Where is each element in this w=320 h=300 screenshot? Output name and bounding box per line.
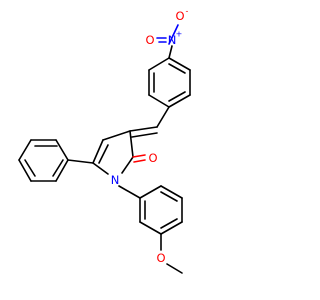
nitro-oxygen-top-label: O: [175, 9, 184, 23]
nitro-nitrogen-charge: +: [176, 30, 183, 39]
nitro-group: [156, 24, 179, 59]
background: [0, 0, 300, 300]
carbonyl-oxygen-label: O: [148, 151, 157, 165]
methylidene-linker: [129, 106, 170, 138]
methoxy-oxygen-label: O: [156, 251, 165, 265]
nitro-oxygen-left-label: O: [145, 33, 154, 47]
nitro-oxygen-top-charge: -: [186, 7, 189, 16]
methoxyphenyl-ring: [118, 185, 183, 274]
pyrrolone-ring: [92, 130, 146, 175]
nitrophenyl-ring: [148, 57, 191, 108]
ring-nitrogen-label: N: [111, 173, 120, 187]
nitro-nitrogen-label: N: [168, 33, 177, 47]
atom-labels: N + O - O O N O: [111, 7, 189, 266]
molecule-structure: N + O - O O N O: [0, 0, 300, 300]
phenyl-ring: [18, 139, 94, 182]
